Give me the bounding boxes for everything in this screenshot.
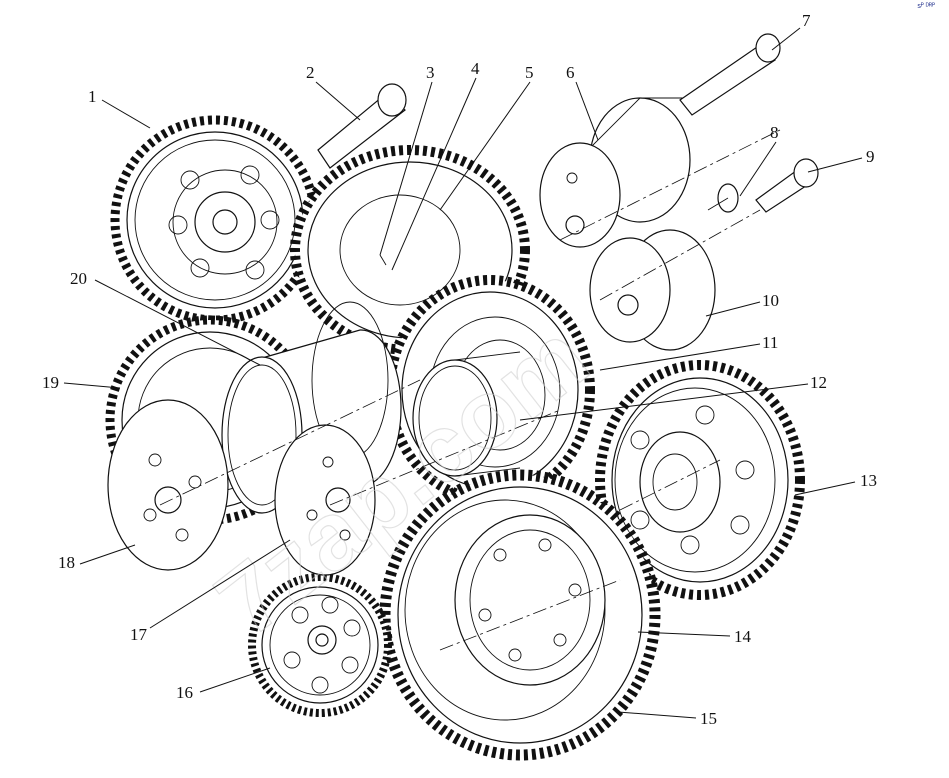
idler-hub-6 (539, 97, 691, 248)
label-12: 12 (810, 373, 827, 392)
label-14: 14 (734, 627, 752, 646)
label-5: 5 (525, 63, 534, 82)
label-1: 1 (88, 87, 97, 106)
ring-12 (412, 351, 521, 477)
label-18: 18 (58, 553, 75, 572)
bolt-2 (317, 83, 407, 169)
center-lines (159, 129, 781, 651)
gear-15 (379, 469, 661, 761)
idler-hub-10 (589, 229, 716, 351)
label-2: 2 (306, 63, 315, 82)
label-4: 4 (471, 59, 480, 78)
bolt-7 (679, 33, 781, 116)
corner-mark: sᴾ ᴰᴿᴾ (917, 3, 935, 10)
gear-16 (248, 573, 392, 717)
gear-13 (595, 360, 805, 600)
part-labels: 1 2 3 4 5 6 7 8 9 10 11 12 13 14 15 16 1… (42, 11, 877, 728)
bolt-9 (755, 158, 819, 213)
washer-8 (707, 183, 739, 213)
label-9: 9 (866, 147, 875, 166)
label-8: 8 (770, 123, 779, 142)
thrust-plate-17 (274, 424, 376, 576)
leader-lines (63, 27, 863, 719)
label-3: 3 (426, 63, 435, 82)
gear-1 (110, 115, 320, 325)
label-15: 15 (700, 709, 717, 728)
label-11: 11 (762, 333, 778, 352)
label-19: 19 (42, 373, 59, 392)
label-7: 7 (802, 11, 811, 30)
label-13: 13 (860, 471, 877, 490)
label-16: 16 (176, 683, 193, 702)
label-20: 20 (70, 269, 87, 288)
label-6: 6 (566, 63, 575, 82)
label-10: 10 (762, 291, 779, 310)
thrust-plate-18 (107, 399, 229, 571)
label-17: 17 (130, 625, 148, 644)
